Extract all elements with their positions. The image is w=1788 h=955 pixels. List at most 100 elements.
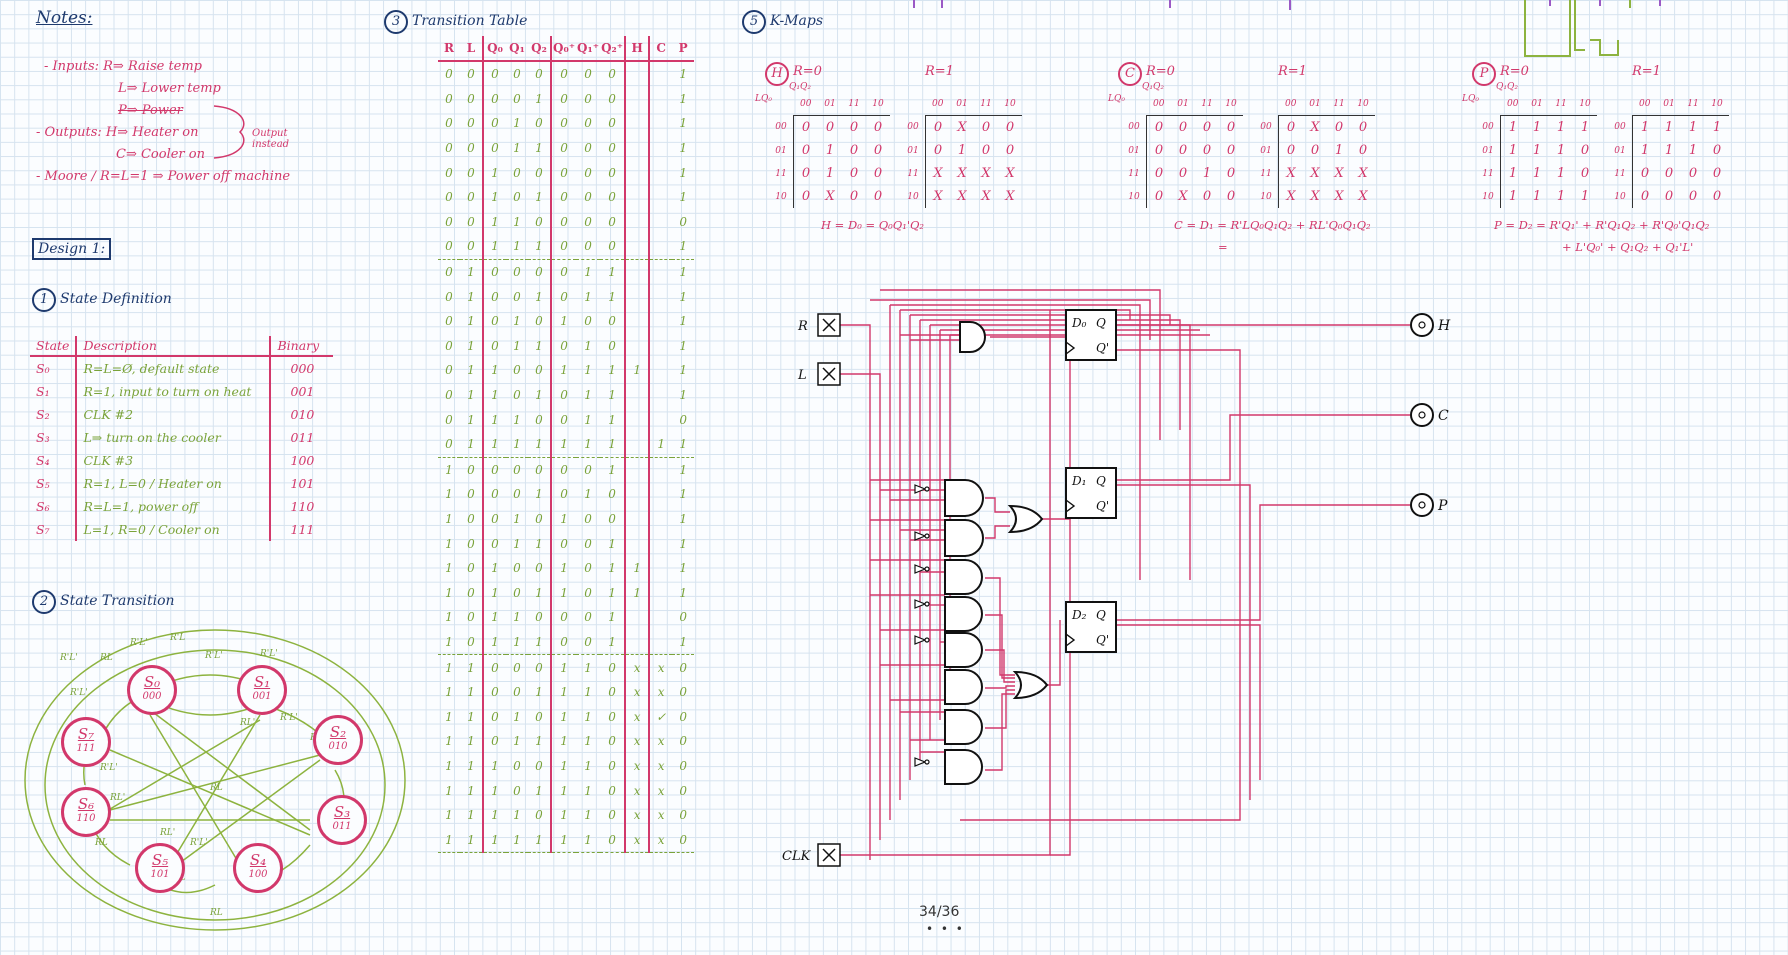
- kmap-cell: 1: [1508, 120, 1518, 135]
- notes-title: Notes:: [36, 8, 93, 28]
- svg-text:R'L': R'L': [189, 838, 208, 848]
- table-cell: 1: [460, 407, 484, 432]
- table-cell: 1: [528, 729, 552, 754]
- table-cell: 0: [600, 86, 627, 112]
- svg-text:R'L': R'L': [279, 713, 298, 723]
- table-cell: 1: [513, 214, 521, 229]
- kmap-cell: 0: [849, 166, 859, 181]
- table-cell: 1: [460, 308, 484, 334]
- table-cell: 0: [513, 190, 521, 205]
- table-cell: 0: [528, 555, 552, 581]
- kmap-row-header: 10: [769, 185, 794, 208]
- kmap-row-header: 00: [1608, 115, 1633, 139]
- kmap-cell: X: [1005, 166, 1015, 181]
- table-cell: 0: [600, 234, 627, 260]
- kmap-cell: 0: [1580, 143, 1590, 158]
- kmap-cell: 1: [1556, 143, 1566, 158]
- table-cell: 1: [445, 634, 453, 649]
- table-cell: 1: [513, 116, 521, 131]
- kmap-row-header: 11: [1608, 162, 1633, 185]
- table-cell: 0: [560, 165, 568, 180]
- kmap-cell: X: [981, 189, 991, 204]
- table-cell: 0: [528, 308, 552, 334]
- table-cell: 1: [445, 585, 453, 600]
- kmap-cell: 1: [1202, 166, 1212, 181]
- ff-qn-label: Q': [1096, 341, 1109, 355]
- table-cell: 0: [560, 214, 568, 229]
- kmap-cell: 1: [1664, 143, 1674, 158]
- table-cell: 0: [460, 580, 484, 606]
- state-label: S₅: [151, 851, 169, 869]
- table-cell: 0: [600, 160, 627, 185]
- table-cell: 1: [584, 783, 592, 798]
- table-cell: 0: [460, 234, 484, 260]
- section-number: 1: [32, 288, 56, 312]
- table-cell: 0: [491, 709, 499, 724]
- kmap-row-header: 01: [901, 139, 926, 162]
- table-cell: 0: [513, 585, 521, 600]
- kmap-equation-cont: =: [1218, 240, 1228, 254]
- table-cell: 0: [460, 531, 484, 556]
- kmap-col-header: 00: [1632, 92, 1657, 116]
- kmap-cell: 1: [825, 143, 835, 158]
- table-cell: 1: [679, 511, 687, 526]
- table-cell: [649, 309, 672, 334]
- kmap-label: C: [1118, 62, 1142, 86]
- state-binary: 101: [290, 476, 315, 491]
- table-cell: 0: [560, 462, 568, 477]
- svg-text:RL: RL: [209, 908, 223, 918]
- table-cell: 0: [679, 214, 687, 229]
- table-header: P: [672, 36, 695, 62]
- table-cell: 1: [445, 808, 453, 823]
- kmap-cell: 0: [1005, 120, 1015, 135]
- table-cell: 1: [584, 412, 592, 427]
- kmap-r0-title: R=0: [793, 64, 822, 79]
- ff-qn-label: Q': [1096, 633, 1109, 647]
- kmap-cell: 0: [1154, 143, 1164, 158]
- input-label: R: [797, 319, 808, 334]
- kmap-col-header: 11: [1681, 92, 1705, 116]
- table-cell: 0: [513, 363, 521, 378]
- table-cell: 1: [560, 758, 568, 773]
- kmap-row-header: 01: [1254, 139, 1279, 162]
- table-cell: 1: [460, 704, 484, 730]
- table-cell: [625, 605, 651, 630]
- table-cell: 1: [491, 758, 499, 773]
- kmap-col-header: 00: [925, 92, 950, 116]
- ff-q-label: Q: [1096, 316, 1106, 330]
- table-cell: 1: [445, 734, 453, 749]
- kmap-row-header: 11: [901, 162, 926, 185]
- kmap-col-header: 01: [1525, 92, 1549, 116]
- table-cell: 1: [513, 338, 521, 353]
- more-options-button[interactable]: • • •: [926, 922, 965, 936]
- state-description: R=1, input to turn on heat: [76, 380, 272, 403]
- table-cell: 0: [560, 289, 568, 304]
- table-cell: 0: [600, 184, 627, 210]
- kmap-col-header: 11: [842, 92, 866, 116]
- kmap-cell: 0: [849, 143, 859, 158]
- table-cell: 1: [513, 437, 521, 452]
- table-cell: 1: [600, 580, 627, 606]
- kmap-cell: 0: [849, 189, 859, 204]
- state-diagram: R'L'RLR'L' R'LR'L'R'L' R'L'R'L'RL RL'R'L…: [24, 629, 406, 931]
- svg-text:RL: RL: [94, 838, 108, 848]
- kmap-cell: 0: [1286, 143, 1296, 158]
- kmap-cell: 0: [981, 120, 991, 135]
- table-cell: [649, 61, 672, 87]
- table-cell: [649, 111, 672, 136]
- table-cell: 1: [513, 808, 521, 823]
